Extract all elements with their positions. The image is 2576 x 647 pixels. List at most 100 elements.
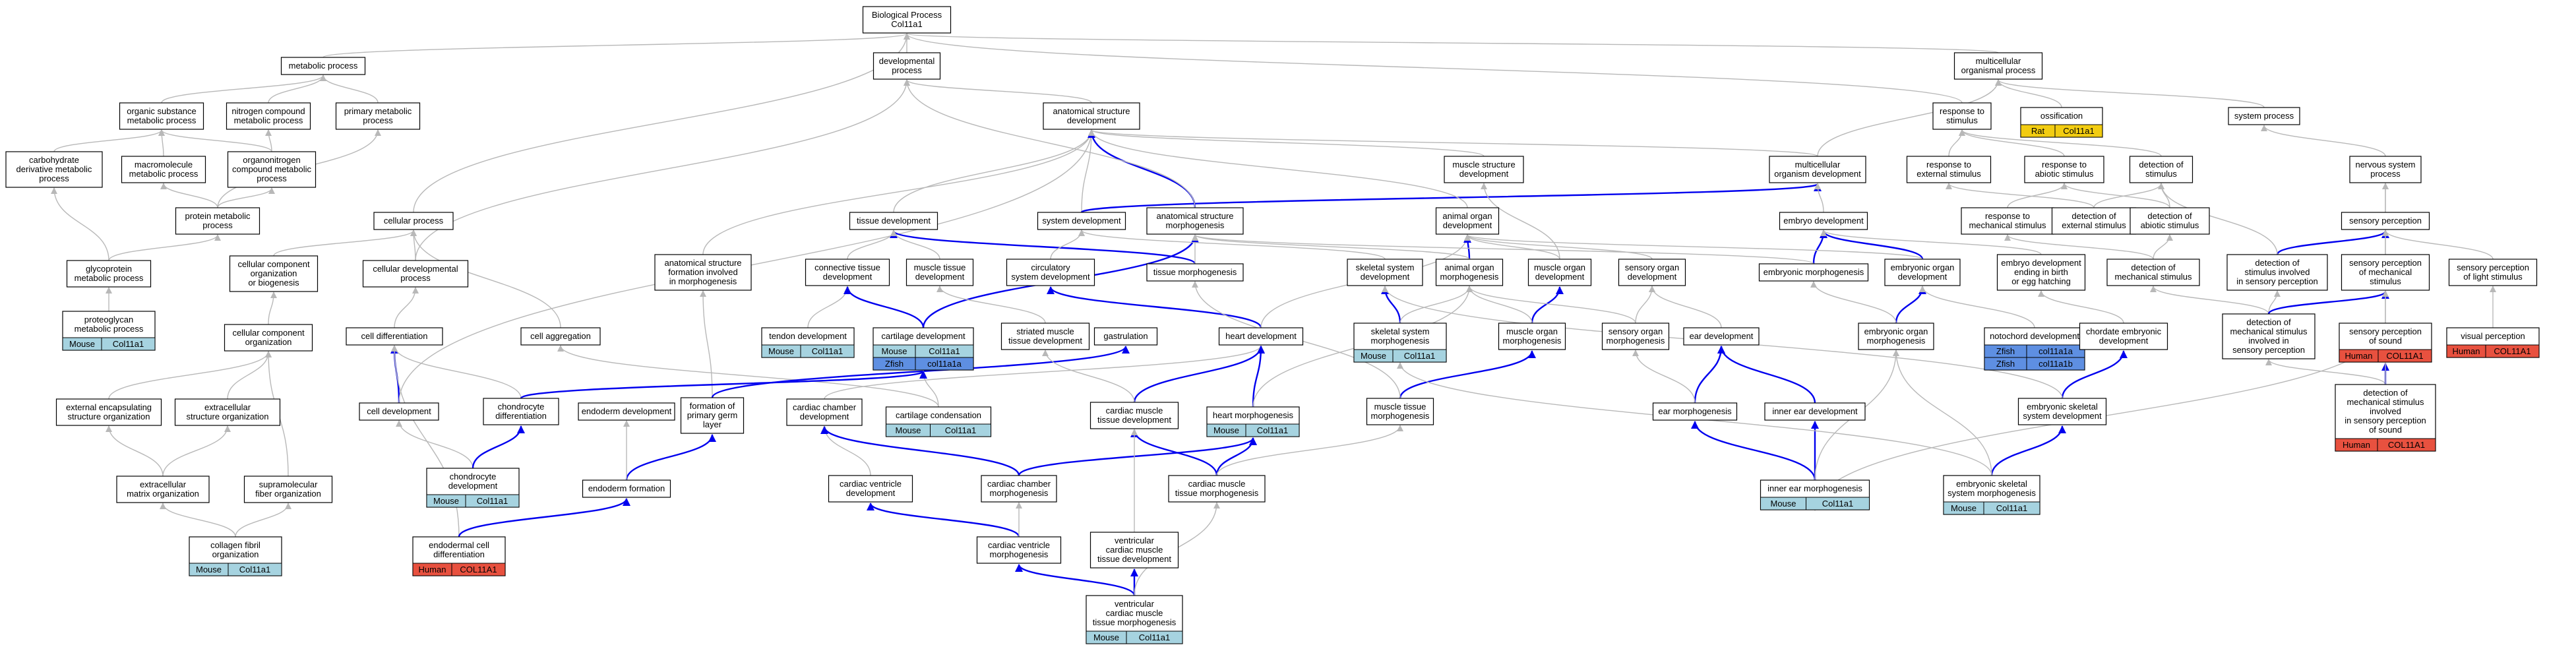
go-term-node-cell-diff[interactable]: cell differentiation bbox=[346, 327, 443, 346]
go-term-node-metabolic[interactable]: metabolic process bbox=[280, 57, 366, 75]
inferred-edge bbox=[217, 187, 275, 208]
go-term-node-cell-dev[interactable]: cell development bbox=[359, 402, 439, 421]
go-term-node-cell-agg[interactable]: cell aggregation bbox=[520, 327, 601, 346]
go-term-node-tissue-dev[interactable]: tissue development bbox=[849, 212, 938, 230]
go-term-node-ear-morph[interactable]: ear morphogenesis bbox=[1652, 402, 1738, 421]
go-term-node-endoderm-form[interactable]: endoderm formation bbox=[582, 479, 671, 498]
go-term-node-cellular-proc[interactable]: cellular process bbox=[373, 212, 454, 230]
go-term-node-system-dev[interactable]: system development bbox=[1037, 212, 1126, 230]
go-term-node-ear-dev[interactable]: ear development bbox=[1683, 327, 1760, 346]
go-term-node-gastrulation[interactable]: gastrulation bbox=[1093, 327, 1158, 346]
go-term-node-endoderm-dev[interactable]: endoderm development bbox=[578, 402, 675, 421]
go-term-node-tissue-morph[interactable]: tissue morphogenesis bbox=[1146, 263, 1244, 282]
go-term-node-embryo-dev[interactable]: embryo development bbox=[1779, 212, 1868, 230]
go-term-node-sensory-percep[interactable]: sensory perception bbox=[2341, 212, 2430, 230]
go-term-node-embryonic-morph[interactable]: embryonic morphogenesis bbox=[1758, 263, 1869, 282]
gene-label: col11a1a bbox=[927, 359, 962, 369]
go-term-node-inner-ear-dev[interactable]: inner ear development bbox=[1764, 402, 1866, 421]
go-term-node-system-proc[interactable]: system process bbox=[2228, 107, 2300, 125]
go-term-node-heart-dev[interactable]: heart development bbox=[1218, 327, 1304, 346]
